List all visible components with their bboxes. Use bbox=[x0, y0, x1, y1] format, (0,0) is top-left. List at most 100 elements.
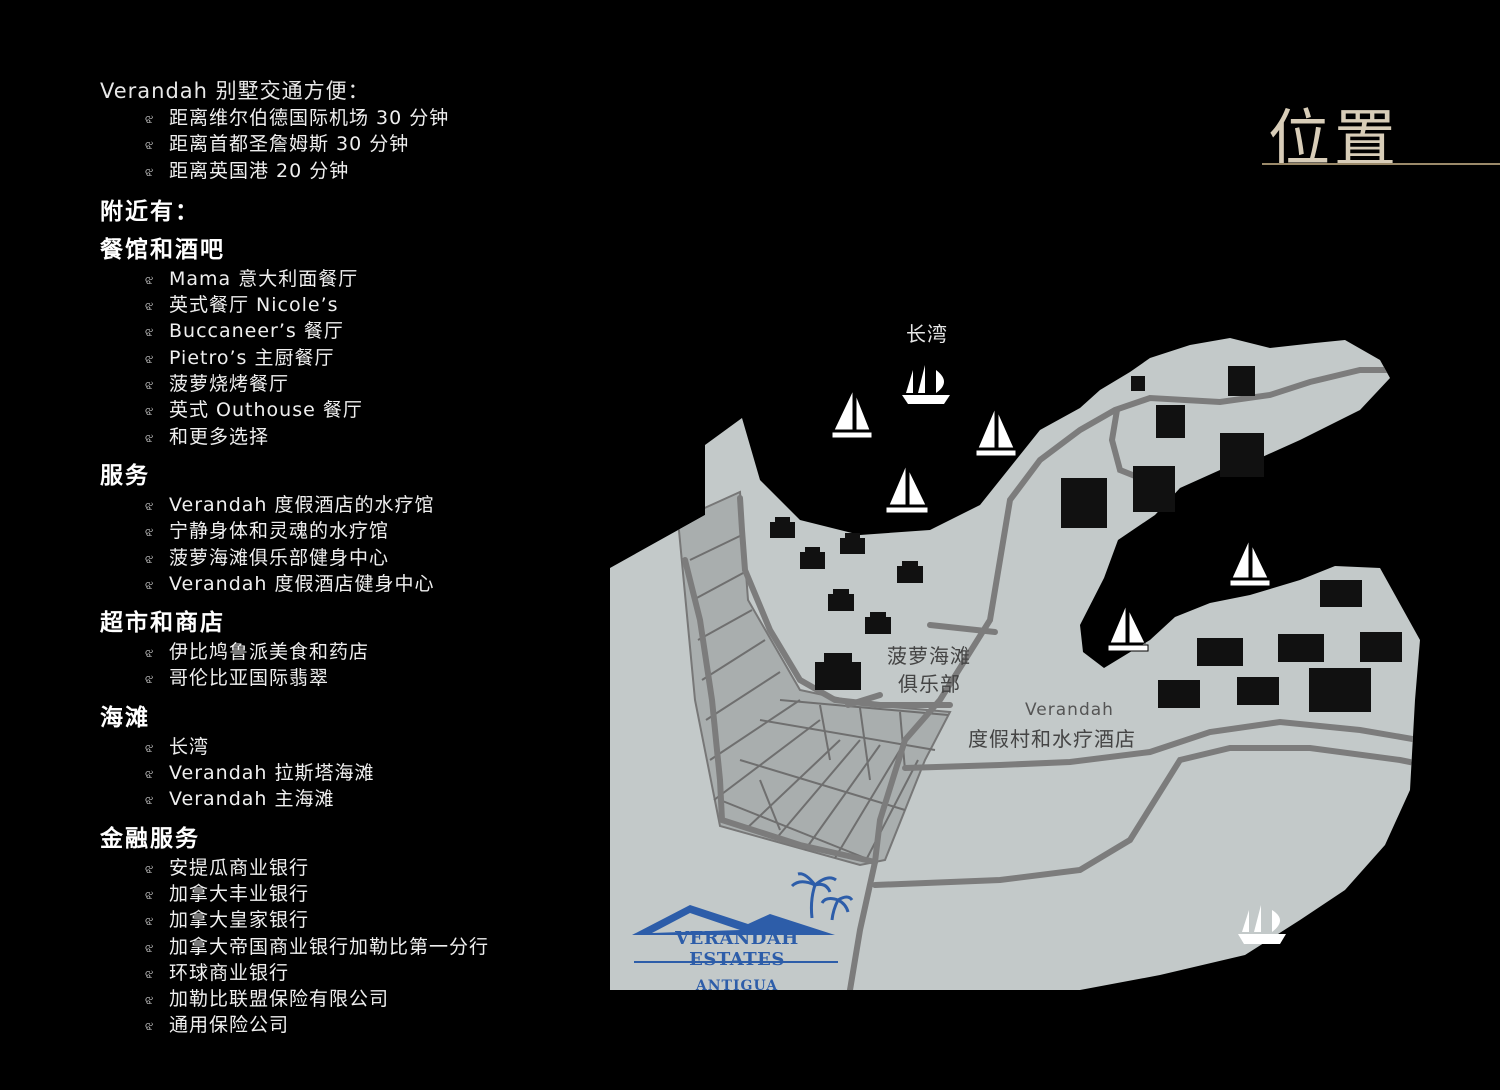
list-item: ଝ Verandah 主海滩 bbox=[145, 786, 620, 812]
sailboat-icons bbox=[831, 389, 1271, 652]
bullet-icon: ଝ bbox=[145, 112, 155, 126]
villa-icon bbox=[840, 533, 865, 554]
villa-icons bbox=[770, 517, 923, 690]
list-item-text: 通用保险公司 bbox=[169, 1014, 290, 1037]
hotel-building-icon bbox=[1360, 632, 1402, 662]
list-item-text: Verandah 拉斯塔海滩 bbox=[169, 762, 375, 785]
bullet-icon: ଝ bbox=[145, 966, 155, 981]
villa-icon bbox=[828, 589, 854, 611]
list-item-text: 长湾 bbox=[169, 735, 210, 758]
villa-icon bbox=[815, 653, 861, 690]
villa-icon bbox=[865, 612, 891, 634]
list-item-text: 加拿大皇家银行 bbox=[169, 909, 310, 932]
villa-icon bbox=[897, 561, 923, 583]
bullet-icon: ଝ bbox=[145, 404, 155, 419]
list-item-text: 安提瓜商业银行 bbox=[169, 856, 310, 879]
list-item-text: 英式餐厅 Nicole’s bbox=[169, 294, 339, 317]
hotel-building-icon bbox=[1197, 638, 1243, 666]
list-item-text: 加拿大帝国商业银行加勒比第一分行 bbox=[169, 935, 490, 958]
apartment-building-icon bbox=[1133, 466, 1175, 512]
hotel-building-icon bbox=[1158, 680, 1200, 708]
logo-text-main: VERANDAH ESTATES bbox=[675, 928, 799, 970]
page-title: 位置 bbox=[1268, 102, 1401, 175]
nearby-heading: 附近有： bbox=[100, 198, 200, 225]
list-item: ଝ 距离维尔伯德国际机场 30 分钟 bbox=[145, 105, 620, 131]
verandah-estates-logo: VERANDAH ESTATES ANTIGUA bbox=[632, 928, 842, 994]
list-item-text: Mama 意大利面餐厅 bbox=[169, 267, 359, 290]
bullet-icon: ଝ bbox=[145, 299, 155, 314]
info-column: Verandah 别墅交通方便： ଝ 距离维尔伯德国际机场 30 分钟 ଝ 距离首都圣… bbox=[100, 78, 620, 1039]
bullet-icon: ଝ bbox=[145, 672, 155, 687]
bullet-icon: ଝ bbox=[145, 887, 155, 902]
sailboat-icon bbox=[1229, 539, 1271, 587]
bullet-icon: ଝ bbox=[145, 940, 155, 955]
logo-text-sub: ANTIGUA bbox=[695, 978, 779, 994]
apartment-building-icon bbox=[1061, 478, 1107, 528]
apartment-building-icon bbox=[1220, 433, 1264, 477]
section-title: 金融服务 bbox=[100, 825, 200, 852]
bullet-icon: ଝ bbox=[145, 272, 155, 287]
bullet-icon: ଝ bbox=[145, 914, 155, 929]
map-label-resort-line1: Verandah bbox=[1025, 700, 1114, 720]
subdivision-lots bbox=[676, 490, 952, 867]
list-item-text: 距离首都圣詹姆斯 30 分钟 bbox=[169, 133, 410, 156]
bullet-icon: ଝ bbox=[145, 577, 155, 592]
bullet-icon: ଝ bbox=[145, 740, 155, 755]
ship-icon bbox=[902, 365, 950, 404]
list-item: ଝ Mama 意大利面餐厅 bbox=[145, 266, 620, 292]
intro-heading: Verandah 别墅交通方便： bbox=[100, 79, 370, 103]
list-item-text: 加勒比联盟保险有限公司 bbox=[169, 988, 390, 1011]
list-item-text: 距离维尔伯德国际机场 30 分钟 bbox=[169, 107, 450, 129]
villa-icon bbox=[770, 517, 795, 538]
list-item: ଝ 加拿大皇家银行 bbox=[145, 907, 620, 933]
map-label-long-bay: 长湾 bbox=[906, 322, 948, 346]
bullet-icon: ଝ bbox=[145, 993, 155, 1008]
hotel-building-icon bbox=[1309, 668, 1371, 712]
sailboat-icon bbox=[975, 407, 1017, 457]
section-title: 海滩 bbox=[100, 704, 150, 731]
sailboat-icon bbox=[831, 389, 873, 439]
ship-icons bbox=[902, 365, 1286, 944]
bullet-icon: ଝ bbox=[145, 164, 155, 179]
bullet-icon: ଝ bbox=[145, 430, 155, 445]
bullet-icon: ଝ bbox=[145, 138, 155, 153]
list-item-text: Pietro’s 主厨餐厅 bbox=[169, 346, 335, 369]
intro-list: ଝ 距离维尔伯德国际机场 30 分钟 ଝ 距离首都圣詹姆斯 30 分钟 ଝ 距离英国港 2… bbox=[100, 105, 620, 184]
apartment-building-icon bbox=[1156, 405, 1185, 438]
section-list: ଝ 长湾 ଝ Verandah 拉斯塔海滩 ଝ Verandah 主海滩 bbox=[100, 734, 620, 813]
bullet-icon: ଝ bbox=[145, 793, 155, 808]
list-item-text: 宁静身体和灵魂的水疗馆 bbox=[169, 520, 390, 543]
bullet-icon: ଝ bbox=[145, 767, 155, 782]
hotel-building-icon bbox=[1320, 580, 1362, 607]
list-item: ଝ 英式 Outhouse 餐厅 bbox=[145, 397, 620, 423]
palm-tree-icon bbox=[790, 872, 854, 921]
apartment-building-icon bbox=[1228, 366, 1255, 396]
title-underline bbox=[1262, 163, 1500, 165]
hotel-building-icons bbox=[1158, 580, 1402, 712]
list-item: ଝ 距离首都圣詹姆斯 30 分钟 bbox=[145, 131, 620, 157]
bullet-icon: ଝ bbox=[145, 378, 155, 393]
list-item: ଝ 加拿大帝国商业银行加勒比第一分行 bbox=[145, 934, 620, 960]
list-item-text: 距离英国港 20 分钟 bbox=[169, 159, 350, 182]
list-item-text: 英式 Outhouse 餐厅 bbox=[169, 399, 363, 422]
roads bbox=[682, 367, 1420, 990]
bullet-icon: ଝ bbox=[145, 646, 155, 661]
list-item-text: Verandah 主海滩 bbox=[169, 788, 335, 811]
